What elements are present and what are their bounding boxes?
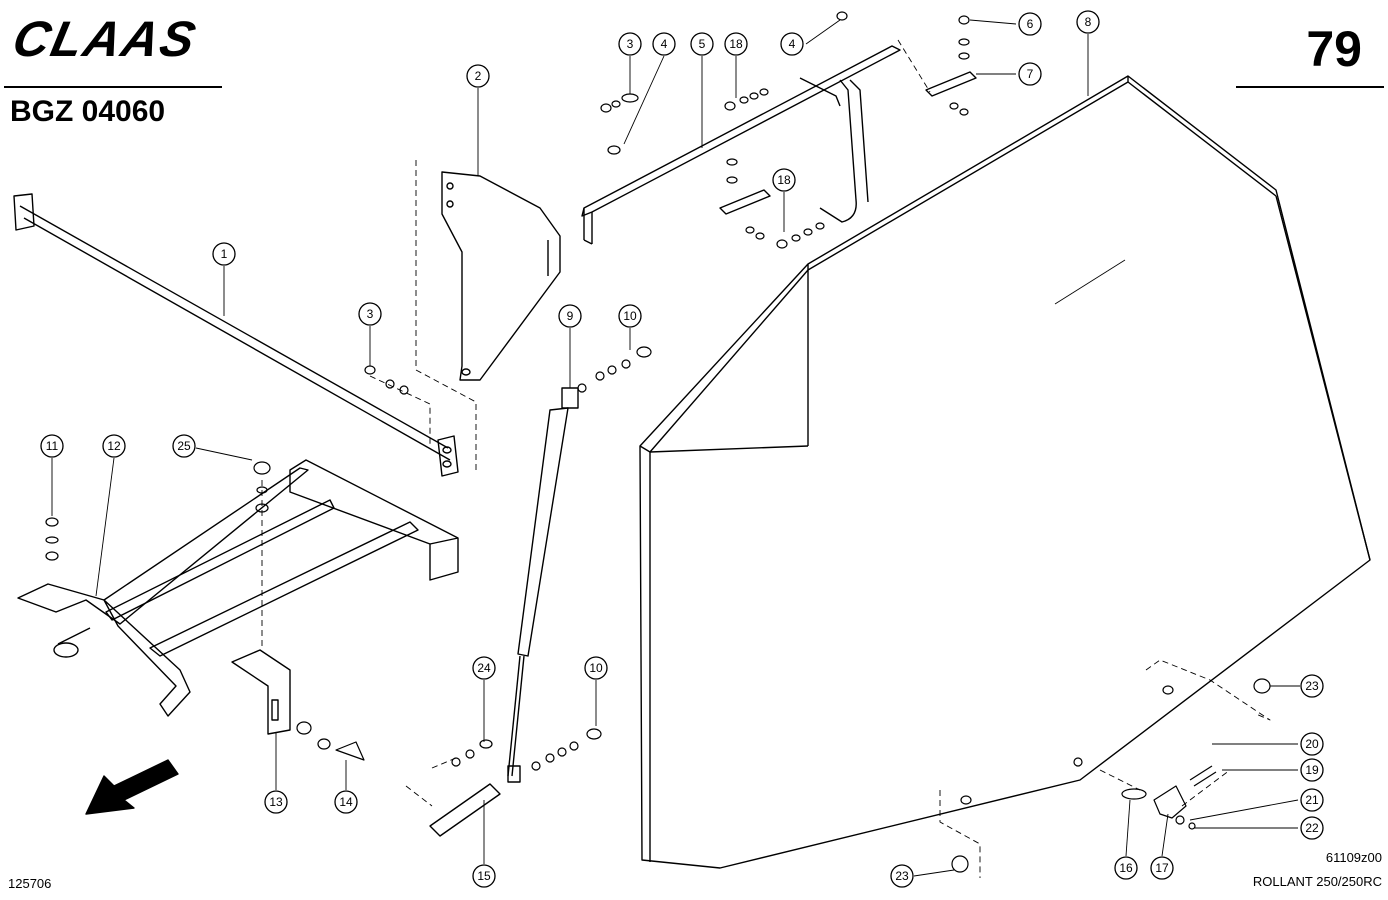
callout-17: 17 — [1150, 856, 1174, 880]
svg-text:12: 12 — [107, 439, 121, 453]
header-rule-left — [4, 86, 222, 88]
diagram-code: BGZ 04060 — [10, 95, 166, 128]
hidden-lines — [939, 659, 1271, 878]
cover-panel — [639, 75, 1371, 869]
svg-text:4: 4 — [661, 37, 668, 51]
callout-3-left: 3 — [358, 302, 382, 326]
callout-25: 25 — [172, 434, 196, 458]
callout-1: 1 — [212, 242, 236, 266]
svg-text:18: 18 — [729, 37, 743, 51]
svg-text:11: 11 — [46, 439, 59, 453]
callout-23-bottom: 23 — [890, 864, 914, 888]
callout-18-mid: 18 — [772, 168, 796, 192]
callout-4: 4 — [652, 32, 676, 56]
callout-20: 20 — [1300, 732, 1324, 756]
callout-15: 15 — [472, 864, 496, 888]
lower-frame — [17, 459, 459, 717]
leader-lines — [51, 19, 1300, 877]
svg-text:15: 15 — [477, 869, 491, 883]
svg-text:22: 22 — [1305, 821, 1319, 835]
callout-10-lower: 10 — [584, 656, 608, 680]
hinge-top — [897, 39, 977, 97]
latch-plate — [405, 757, 501, 837]
svg-text:6: 6 — [1027, 17, 1034, 31]
svg-text:13: 13 — [269, 795, 283, 809]
svg-text:17: 17 — [1155, 861, 1169, 875]
page-number: 79 — [1306, 21, 1362, 77]
callout-7: 7 — [1018, 62, 1042, 86]
callout-24: 24 — [472, 656, 496, 680]
svg-text:25: 25 — [177, 439, 191, 453]
direction-arrow — [85, 759, 179, 815]
svg-text:4: 4 — [789, 37, 796, 51]
svg-text:19: 19 — [1305, 763, 1319, 777]
svg-text:9: 9 — [567, 309, 574, 323]
crossbar-tube — [13, 193, 459, 477]
svg-text:23: 23 — [1305, 679, 1319, 693]
callout-18: 18 — [724, 32, 748, 56]
callout-8: 8 — [1076, 10, 1100, 34]
callout-19: 19 — [1300, 758, 1324, 782]
svg-text:20: 20 — [1305, 737, 1319, 751]
svg-text:18: 18 — [777, 173, 791, 187]
svg-text:2: 2 — [475, 69, 482, 83]
handle-tube — [581, 45, 901, 245]
svg-text:23: 23 — [895, 869, 909, 883]
callout-5: 5 — [690, 32, 714, 56]
callout-6: 6 — [1018, 12, 1042, 36]
callout-23-right: 23 — [1300, 674, 1324, 698]
callout-12: 12 — [102, 434, 126, 458]
svg-text:16: 16 — [1119, 861, 1133, 875]
model-name: ROLLANT 250/250RC — [1252, 874, 1382, 889]
callout-4-top: 4 — [780, 32, 804, 56]
callout-11: 11 — [40, 434, 64, 458]
svg-text:21: 21 — [1305, 793, 1319, 807]
callout-2: 2 — [466, 64, 490, 88]
drawing-id: 61109z00 — [1325, 850, 1382, 865]
svg-text:1: 1 — [221, 247, 228, 261]
callout-10: 10 — [618, 304, 642, 328]
svg-text:10: 10 — [623, 309, 637, 323]
callout-21: 21 — [1300, 788, 1324, 812]
callout-3: 3 — [618, 32, 642, 56]
svg-text:10: 10 — [589, 661, 603, 675]
gas-strut — [507, 387, 579, 783]
hinge-mid — [719, 189, 771, 215]
svg-text:24: 24 — [477, 661, 491, 675]
svg-text:5: 5 — [699, 37, 706, 51]
angle-bracket — [231, 649, 291, 735]
svg-text:3: 3 — [627, 37, 634, 51]
callout-22: 22 — [1300, 816, 1324, 840]
bracket-plate — [441, 171, 561, 381]
callout-9: 9 — [558, 304, 582, 328]
svg-text:14: 14 — [339, 795, 353, 809]
header-rule-right — [1236, 86, 1384, 88]
svg-text:8: 8 — [1085, 15, 1092, 29]
svg-text:3: 3 — [367, 307, 374, 321]
callout-14: 14 — [334, 790, 358, 814]
fasteners — [45, 11, 1271, 873]
callout-13: 13 — [264, 790, 288, 814]
image-id: 125706 — [8, 876, 52, 891]
svg-text:7: 7 — [1027, 67, 1034, 81]
callout-16: 16 — [1114, 856, 1138, 880]
